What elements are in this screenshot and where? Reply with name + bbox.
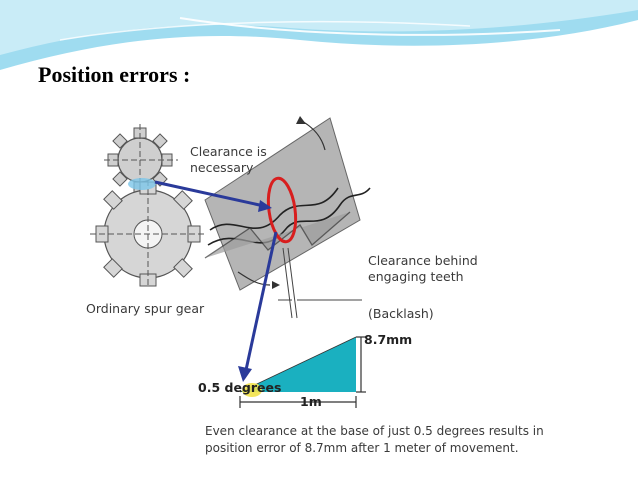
slide-title: Position errors : bbox=[38, 62, 191, 87]
header-wave-band bbox=[0, 0, 638, 70]
small-spur-gear-icon bbox=[104, 124, 178, 196]
enlarged-tooth-section bbox=[204, 116, 371, 291]
diagram-caption: Even clearance at the base of just 0.5 d… bbox=[205, 424, 544, 455]
large-spur-gear-icon bbox=[90, 180, 206, 288]
clearance-behind-label: Clearance behind engaging teeth bbox=[368, 253, 478, 284]
backlash-diagram bbox=[90, 116, 371, 408]
backlash-label: (Backlash) bbox=[368, 306, 434, 321]
angle-label: 0.5 degrees bbox=[198, 380, 282, 395]
distance-label: 1m bbox=[300, 394, 322, 409]
spur-gear-label: Ordinary spur gear bbox=[86, 301, 205, 316]
clearance-highlight-circle bbox=[266, 176, 298, 244]
error-distance-label: 8.7mm bbox=[364, 332, 413, 347]
clearance-label: Clearance is necessary bbox=[190, 144, 267, 175]
